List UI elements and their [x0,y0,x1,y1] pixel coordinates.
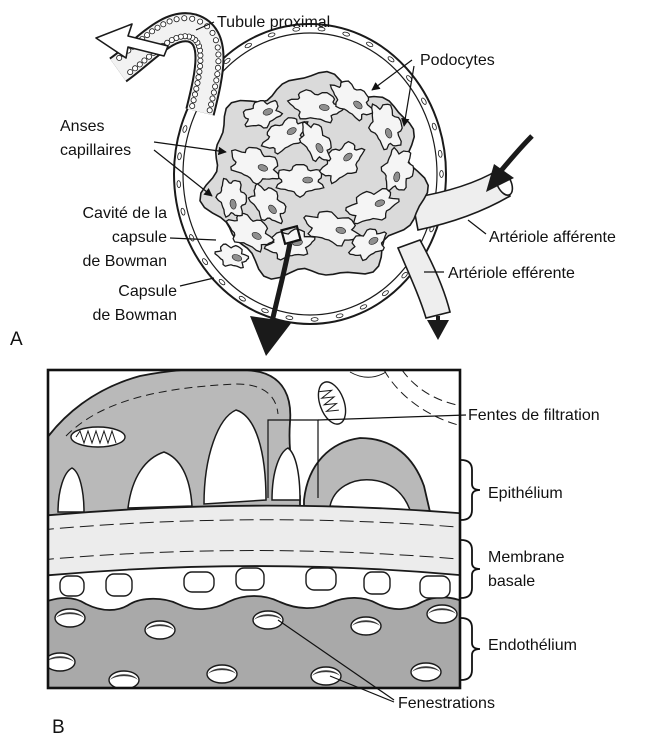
efferent-arteriole [398,240,450,340]
tubule-cell [215,65,220,70]
tubule-cell [209,102,214,107]
tubule-cell [167,19,172,24]
fenestration [311,667,341,685]
tubule-cell [195,80,200,85]
tubule-cell [145,33,150,38]
tubule-cell [214,78,219,83]
tubule-cell [194,86,199,91]
label-fenestrations: Fenestrations [398,695,495,712]
tubule-cell [128,70,133,75]
panel-letter-a: A [10,329,23,350]
tubule-cell [198,64,203,69]
fenestration [207,665,237,683]
tubule-cell [192,92,197,97]
tubule-cell [155,25,160,30]
fenestration [109,671,139,689]
label-epithelium: Epithélium [488,485,563,502]
tubule-cell [198,53,203,58]
tubule-cell [198,19,203,24]
tubule-cell [216,59,221,64]
endothelial-pad [60,576,84,596]
efferent-flow-arrowhead [427,320,449,340]
tubule-cell [137,62,142,67]
fenestration [145,621,175,639]
fenestration [427,605,457,623]
tubule-cell [216,52,221,57]
panel-letter-b: B [52,717,65,738]
mitochondrion [71,427,125,447]
tubule-cell [210,96,215,101]
brace-epithelium [461,460,480,520]
capsule-cell [177,153,181,160]
tubule-cell [117,55,122,60]
label-tubule-proximal: Tubule proximal [217,14,330,31]
brace-membrane [461,540,480,598]
tubule-cell [182,16,187,21]
label-cavite-line2: capsule [112,229,167,246]
tubule-cell [174,17,179,22]
label-endothelium: Endothélium [488,637,577,654]
tubule-cell [142,58,147,63]
endothelial-pad [184,572,214,592]
label-podocytes: Podocytes [420,52,495,69]
capsule-cell [311,317,318,321]
label-anses-line1: Anses [60,118,104,135]
tubule-cell [213,84,218,89]
label-membrane-line1: Membrane [488,549,565,566]
endothelial-cytoplasm [40,596,470,700]
label-membrane-line2: basale [488,573,535,590]
fenestration [351,617,381,635]
proximal-tubule [96,16,221,113]
endothelial-pad [420,576,450,598]
label-cavite-line1: Cavité de la [83,205,168,222]
fenestration [411,663,441,681]
label-fentes-de-filtration: Fentes de filtration [468,407,600,424]
endothelial-nucleus [303,177,313,183]
tubule-cell [197,69,202,74]
brace-endothelium [461,618,480,680]
tubule-cell [213,38,218,43]
tubule-cell [133,66,138,71]
tubule-cell [198,58,203,63]
tubule-cell [150,29,155,34]
tubule-cell [190,16,195,21]
endothelial-pad [364,572,390,594]
label-anses-line2: capillaires [60,142,131,159]
panel-a: Tubule proximal Podocytes Anses capillai… [10,14,616,356]
leader-afferent [468,220,486,234]
leader-capsule [180,278,214,286]
tubule-cell [191,98,196,103]
fenestration [45,653,75,671]
tubule-cell [146,54,151,59]
label-capsule-line1: Capsule [118,283,177,300]
tubule-cell [215,45,220,50]
afferent-flow-arrow [500,136,532,172]
endothelial-pad [106,574,132,596]
tubule-cell [210,30,215,35]
basement-membrane [40,506,470,576]
label-arteriole-afferente: Artériole afférente [489,229,616,246]
fenestration [55,609,85,627]
label-cavite-line3: de Bowman [83,253,168,270]
endothelial-pad [306,568,336,590]
tubule-cell [196,75,201,80]
tubule-cell [211,90,216,95]
capsule-cell [440,171,444,178]
tubule-cell [161,22,166,27]
tubule-cell [190,103,195,108]
capsule-cell [177,180,181,187]
panel-b: Fentes de filtration Epithélium Membrane… [40,369,600,738]
endothelial-pad [236,568,264,590]
tubule-cell [207,108,212,113]
tubule-cell [215,72,220,77]
label-capsule-line2: de Bowman [93,307,178,324]
label-arteriole-efferente: Artériole efférente [448,265,575,282]
zoom-arrowhead [250,316,292,356]
